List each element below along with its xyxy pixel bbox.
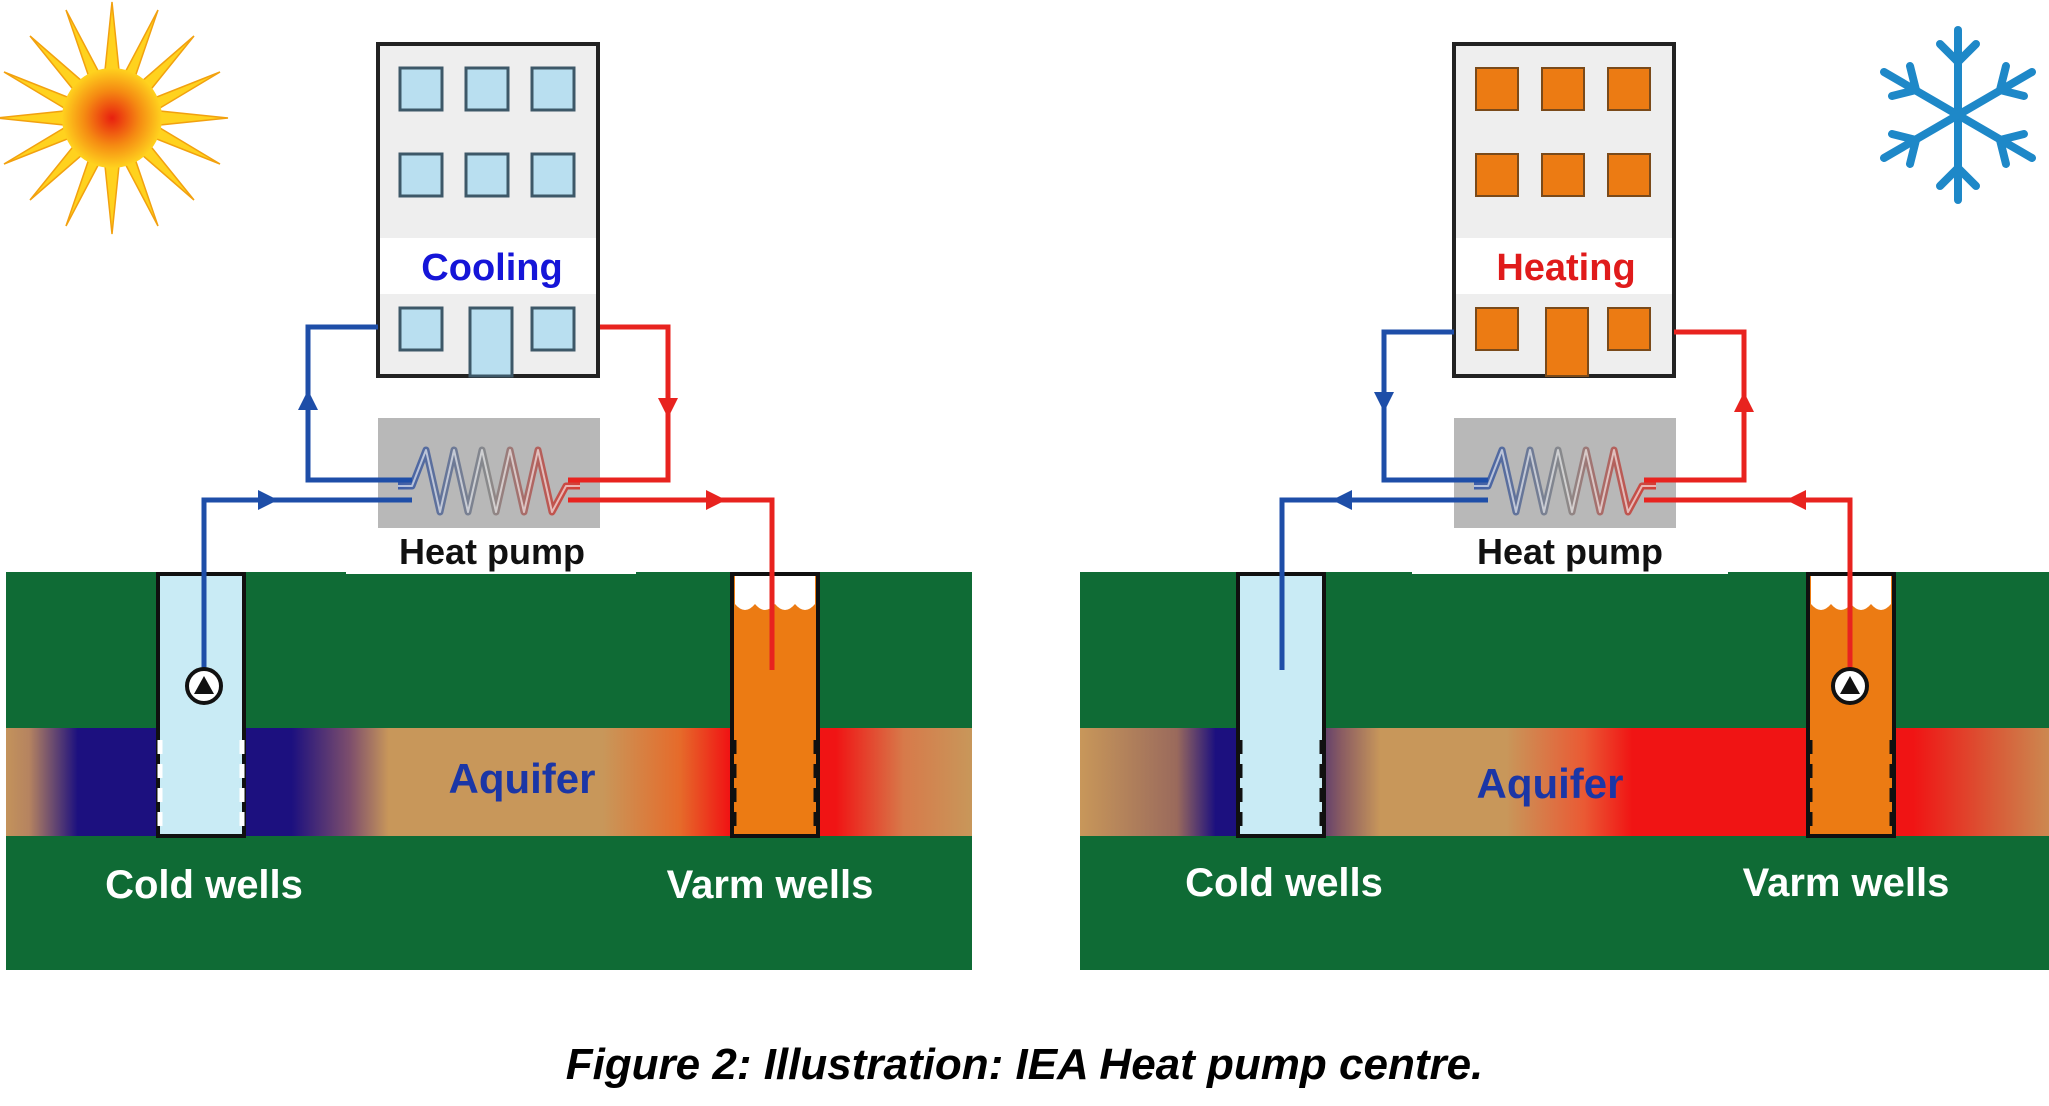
panel-cooling bbox=[0, 1, 972, 970]
pump-icon bbox=[185, 667, 223, 705]
pump-icon bbox=[1831, 667, 1869, 705]
figure-caption: Figure 2: Illustration: IEA Heat pump ce… bbox=[565, 1040, 1484, 1089]
warm-wells-label: Varm wells bbox=[1743, 861, 1950, 905]
panel-heating bbox=[1080, 26, 2049, 970]
heat-pump-label: Heat pump bbox=[399, 531, 585, 572]
flow-arrow bbox=[298, 390, 318, 410]
mode-label-box bbox=[1456, 238, 1672, 294]
snowflake-icon bbox=[1880, 26, 2036, 204]
building bbox=[1452, 42, 1676, 378]
warm-well bbox=[730, 572, 820, 838]
mode-label: Cooling bbox=[421, 247, 562, 289]
flow-arrow bbox=[658, 398, 678, 418]
cold-wells-label: Cold wells bbox=[1185, 861, 1383, 905]
building bbox=[376, 42, 600, 378]
aquifer-label: Aquifer bbox=[449, 755, 596, 802]
cold-well bbox=[156, 572, 246, 838]
heat-pump-label: Heat pump bbox=[1477, 531, 1663, 572]
flow-arrow bbox=[1374, 392, 1394, 412]
sun-icon bbox=[0, 1, 229, 235]
heat-pump bbox=[346, 418, 636, 574]
aquifer-label: Aquifer bbox=[1477, 760, 1624, 807]
mode-label: Heating bbox=[1496, 247, 1635, 289]
flow-arrow bbox=[1734, 392, 1754, 412]
flow-arrow bbox=[1786, 490, 1806, 510]
heat-pump bbox=[1412, 418, 1728, 574]
mode-label-box bbox=[380, 238, 596, 294]
cold-wells-label: Cold wells bbox=[105, 863, 303, 907]
flow-arrow bbox=[1332, 490, 1352, 510]
flow-arrow bbox=[706, 490, 726, 510]
warm-wells-label: Varm wells bbox=[667, 863, 874, 907]
flow-arrow bbox=[258, 490, 278, 510]
